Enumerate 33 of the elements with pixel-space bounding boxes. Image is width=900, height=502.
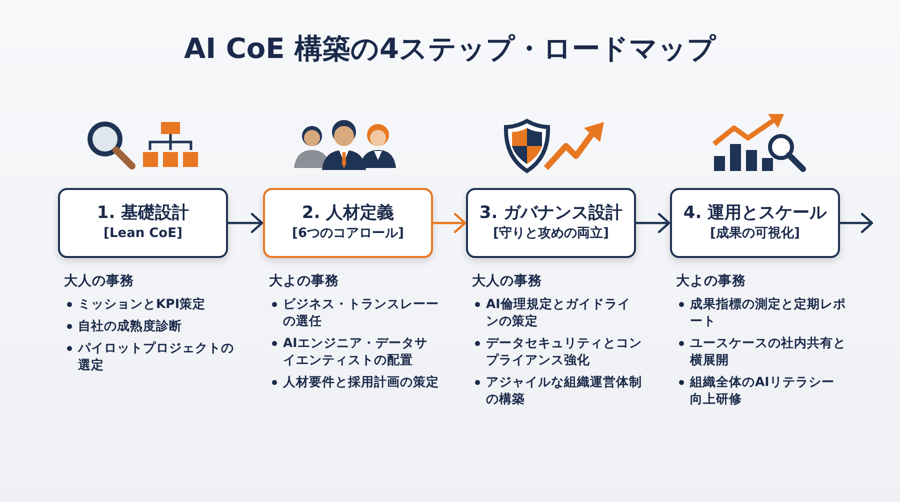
- section-heading: 大よの事務: [676, 272, 746, 290]
- step-subtitle: [6つのコアロール]: [292, 225, 404, 243]
- step-box: [466, 188, 636, 258]
- bullet-item: ミッションとKPI策定: [78, 296, 206, 311]
- step-box: [670, 188, 840, 258]
- bullet-item: データセキュリティとコンプライアンス強化: [486, 335, 642, 367]
- bullet-item: 成果指標の測定と定期レポート: [690, 296, 846, 328]
- arrow: [228, 212, 264, 234]
- title: AI CoE 構築の4ステップ・ロードマップ: [184, 31, 716, 67]
- bullet-item: 自社の成熟度診断: [78, 318, 182, 333]
- step-subtitle: [成果の可視化]: [710, 224, 800, 243]
- bullet-item: パイロットプロジェクトの選定: [78, 340, 234, 372]
- arrow: [840, 212, 874, 234]
- step-title: 2. 人材定義: [302, 202, 394, 224]
- bullet-item: 人材要件と採用計画の策定: [283, 374, 439, 389]
- section-heading: 大人の事務: [64, 272, 134, 290]
- arrow: [636, 212, 670, 234]
- bullet-item: 組織全体のAIリテラシー向上研修: [690, 374, 834, 406]
- step-box: [58, 188, 228, 258]
- bullet-item: AI倫理規定とガイドラインの策定: [486, 296, 630, 328]
- section-heading: 大よの事務: [269, 272, 339, 290]
- bullet-item: AIエンジニア・データサイエンティストの配置: [283, 335, 428, 367]
- section-heading: 大人の事務: [472, 272, 542, 290]
- step-box: [263, 188, 433, 258]
- step-title: 4. 運用とスケール: [683, 202, 827, 224]
- bullet-item: ユースケースの社内共有と横展開: [690, 335, 846, 367]
- bullet-item: ビジネス・トランスレーーの選任: [283, 296, 439, 328]
- arrow: [433, 212, 466, 234]
- step-title: 3. ガバナンス設計: [479, 202, 623, 224]
- step-subtitle: [Lean CoE]: [104, 225, 182, 243]
- step-subtitle: [守りと攻めの両立]: [493, 224, 609, 243]
- step-title: 1. 基礎設計: [96, 202, 190, 224]
- bullet-item: アジャイルな組織運営体制の構築: [486, 374, 642, 406]
